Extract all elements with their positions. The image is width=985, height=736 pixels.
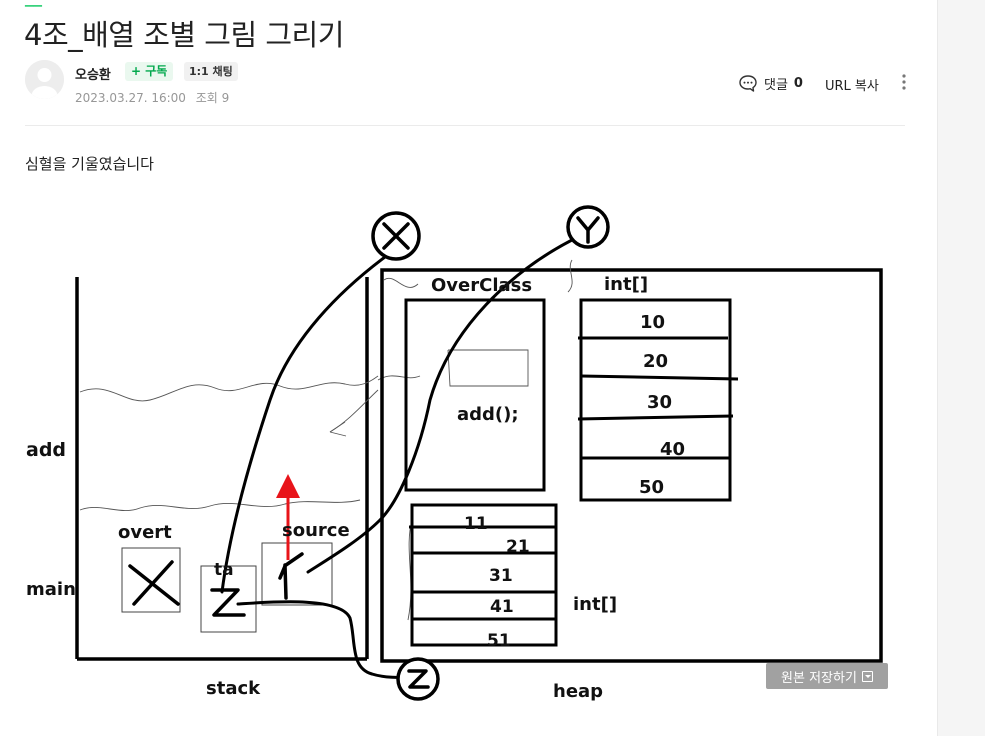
author-avatar[interactable] — [25, 60, 64, 99]
post-meta: 2023.03.27. 16:00 조회 9 — [75, 89, 229, 106]
circle-x-node — [371, 211, 421, 261]
label-int-bottom: int[] — [573, 594, 617, 615]
array-top-value: 50 — [639, 477, 664, 498]
label-stack: stack — [206, 678, 261, 699]
comment-button[interactable]: 댓글 0 — [738, 72, 803, 94]
speech-bubble-icon — [739, 74, 757, 92]
heap-squiggles — [383, 259, 573, 621]
array-bottom-value: 31 — [489, 566, 513, 586]
label-overclass: OverClass — [431, 275, 532, 296]
array-bottom-value: 51 — [487, 631, 511, 651]
more-options-button[interactable] — [897, 72, 911, 92]
label-source: source — [282, 520, 350, 541]
array-top-value: 10 — [640, 312, 665, 333]
author-name[interactable]: 오승환 — [75, 68, 111, 83]
post-body-text: 심혈을 기울였습니다 — [25, 155, 154, 173]
post-views: 조회 9 — [195, 91, 230, 105]
reference-curves — [220, 234, 582, 679]
label-int-top: int[] — [604, 274, 648, 295]
heap-frame — [380, 268, 883, 663]
int-array-top — [577, 298, 739, 502]
vertical-ellipsis-icon — [902, 74, 906, 90]
stack-wave-lines — [79, 375, 421, 512]
default-avatar-icon — [25, 60, 64, 99]
x-mark — [128, 560, 180, 606]
label-heap: heap — [553, 681, 603, 702]
label-main: main — [26, 579, 76, 600]
post-date: 2023.03.27. 16:00 — [75, 91, 186, 105]
array-bottom-value: 11 — [464, 514, 488, 534]
circle-z-node — [396, 657, 440, 701]
header-divider — [25, 125, 905, 126]
save-original-label: 원본 저장하기 — [781, 670, 857, 686]
label-ta: ta — [214, 560, 234, 580]
comment-label: 댓글 — [764, 77, 788, 93]
comment-count: 0 — [793, 75, 803, 91]
post-title: 4조_배열 조별 그림 그리기 — [24, 18, 344, 52]
post-image-drawing: add main stack heap overt ta source Over… — [0, 200, 935, 736]
category-link[interactable]: ▁▁ — [25, 0, 42, 7]
dropdown-arrow-icon[interactable] — [861, 670, 873, 682]
stack-frame — [75, 277, 369, 661]
array-top-value: 40 — [660, 439, 685, 460]
right-scroll-gutter — [937, 0, 985, 736]
subscribe-button[interactable]: + 구독 — [125, 62, 174, 81]
save-original-button[interactable]: 원본 저장하기 — [766, 663, 888, 689]
url-copy-button[interactable]: URL 복사 — [825, 79, 879, 94]
array-bottom-value: 41 — [490, 597, 514, 617]
one-to-one-chat-button[interactable]: 1:1 채팅 — [184, 62, 238, 81]
y-mark — [278, 552, 304, 600]
stack-variable-boxes — [121, 542, 333, 633]
array-bottom-value: 21 — [506, 537, 530, 557]
overclass-box — [404, 298, 546, 492]
int-array-bottom — [409, 503, 558, 647]
label-overt: overt — [118, 522, 172, 543]
label-add: add — [26, 439, 66, 461]
z-mark — [210, 588, 246, 617]
array-top-value: 30 — [647, 392, 672, 413]
label-add-method: add(); — [457, 404, 519, 425]
array-top-value: 20 — [643, 351, 668, 372]
circle-y-node — [566, 205, 610, 249]
